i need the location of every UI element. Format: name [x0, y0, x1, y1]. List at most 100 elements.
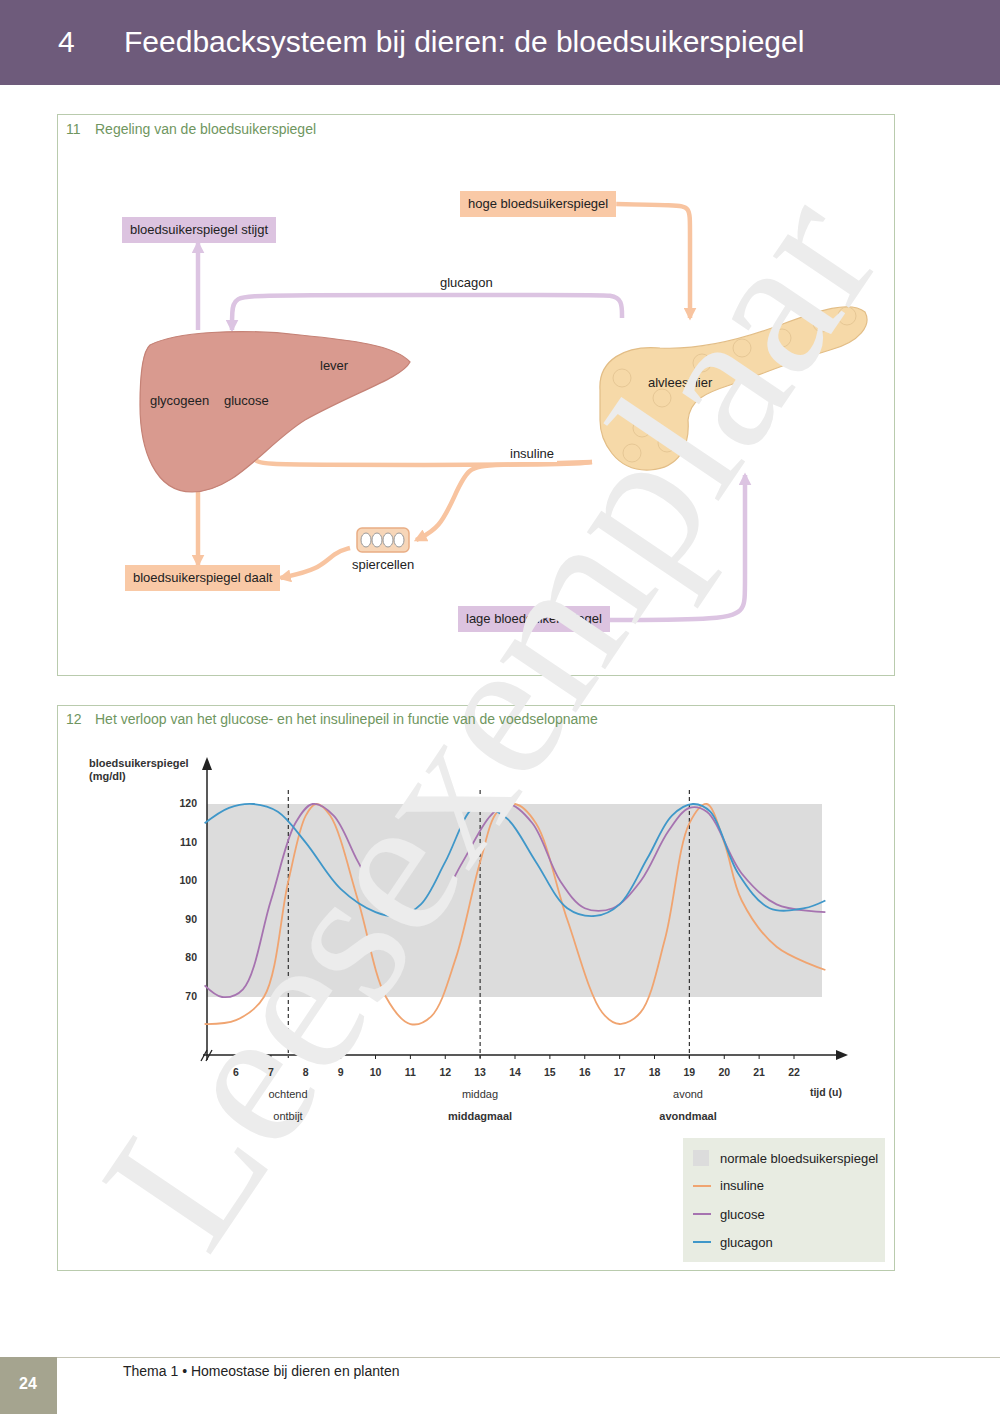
tick-mark	[445, 1055, 446, 1059]
x-tick-label: 19	[684, 1066, 696, 1079]
axis-arrow	[836, 1050, 848, 1060]
drawing-part	[150, 204, 745, 620]
x-tick-label: 20	[718, 1066, 730, 1079]
process-box: bloedsuikerspiegel stijgt	[122, 217, 276, 243]
tick-mark	[480, 1055, 481, 1059]
footer-text: Thema 1 • Homeostase bij dieren en plant…	[123, 1363, 400, 1380]
tick-mark	[340, 1055, 341, 1059]
cell	[383, 533, 393, 547]
lobule	[693, 354, 711, 372]
legend-line-sample	[693, 1213, 711, 1215]
insulin-curve	[205, 804, 826, 1025]
legend-swatch	[693, 1150, 709, 1166]
substance-label: glycogeen	[148, 391, 152, 395]
lobule	[733, 339, 751, 357]
legend-line	[693, 1209, 711, 1219]
y-tick-label: 100	[179, 874, 197, 887]
cell	[361, 533, 371, 547]
liver-shape	[140, 332, 410, 492]
connector-arrow	[610, 475, 745, 620]
process-box: lage bloedsuikerspiegel	[458, 606, 610, 632]
connector-arrow	[416, 462, 592, 540]
x-tick-label: 7	[268, 1066, 274, 1079]
x-tick-label: 17	[614, 1066, 626, 1079]
chart	[201, 757, 848, 1061]
header-bar	[0, 0, 1000, 85]
legend-line	[693, 1181, 711, 1191]
x-tick-label: 18	[649, 1066, 661, 1079]
time-label: middag	[462, 1088, 498, 1101]
time-label: ochtend	[268, 1088, 307, 1101]
legend-line-sample	[693, 1241, 711, 1243]
tick-mark	[410, 1055, 411, 1059]
legend-row: insuline	[693, 1178, 764, 1193]
time-label: avond	[673, 1088, 703, 1101]
edge-label: insuline	[507, 446, 557, 462]
y-tick-label: 90	[185, 913, 197, 926]
x-tick-label: 8	[303, 1066, 309, 1079]
muscle-cell-icon	[356, 527, 410, 553]
figure-number: 12	[66, 711, 82, 728]
y-tick-label: 70	[185, 990, 197, 1003]
tick-mark	[689, 1055, 690, 1059]
glucose-curve	[205, 804, 826, 997]
legend-panel	[683, 1138, 885, 1262]
legend-text: glucose	[720, 1207, 765, 1222]
connector-arrow	[616, 204, 690, 318]
glucagon-curve	[205, 804, 826, 917]
legend-row: normale bloedsuikerspiegel	[693, 1150, 878, 1166]
pancreas-organ: alvleesklier	[592, 318, 870, 475]
cell-box	[357, 528, 409, 552]
y-tick-label: 80	[185, 951, 197, 964]
page-title: Feedbacksysteem bij dieren: de bloedsuik…	[124, 22, 804, 62]
time-label: middagmaal	[448, 1110, 512, 1123]
x-tick-label: 10	[370, 1066, 382, 1079]
node-text: spiercellen	[352, 557, 414, 573]
x-tick-label: 22	[788, 1066, 800, 1079]
pancreas-shape	[600, 307, 867, 470]
x-tick-label: 6	[233, 1066, 239, 1079]
y-axis	[206, 768, 208, 1060]
node-text: bloedsuikerspiegel daalt	[133, 570, 272, 586]
meal-marker	[288, 790, 289, 1058]
lobule	[653, 389, 671, 407]
lobule	[613, 369, 631, 387]
lobule	[623, 444, 641, 462]
muscle-cells: spiercellen	[350, 527, 416, 573]
x-tick-label: 12	[439, 1066, 451, 1079]
node-text: glucose	[224, 393, 269, 409]
node-text: lage bloedsuikerspiegel	[466, 611, 602, 627]
process-box: hoge bloedsuikerspiegel	[460, 191, 616, 217]
connector-arrow	[280, 548, 350, 578]
tick-mark	[515, 1055, 516, 1059]
axis-title: tijd (u)	[810, 1086, 842, 1099]
axis-title: bloedsuikerspiegel (mg/dl)	[89, 757, 201, 783]
edge-label: glucagon	[437, 275, 496, 291]
cell	[372, 533, 382, 547]
axis-break	[201, 1050, 207, 1061]
pancreas-outline	[592, 318, 870, 475]
x-tick-label: 9	[338, 1066, 344, 1079]
axis-arrow	[202, 757, 212, 770]
legend-row: glucagon	[693, 1235, 773, 1250]
legend-text: insuline	[720, 1178, 764, 1193]
lobule	[813, 314, 831, 332]
lobule	[838, 307, 856, 325]
axis-break	[206, 1050, 212, 1061]
connector-arrow	[196, 440, 201, 565]
lobule	[633, 419, 651, 437]
legend-text: normale bloedsuikerspiegel	[720, 1151, 878, 1166]
cell	[394, 533, 404, 547]
legend-row: glucose	[693, 1207, 765, 1222]
page-number-box	[0, 1357, 57, 1414]
liver-outline	[135, 330, 415, 440]
legend-text: glucagon	[720, 1235, 773, 1250]
tick-mark	[724, 1055, 725, 1059]
meal-marker	[689, 790, 690, 1058]
legend-line	[693, 1237, 711, 1247]
tick-mark	[305, 1055, 306, 1059]
